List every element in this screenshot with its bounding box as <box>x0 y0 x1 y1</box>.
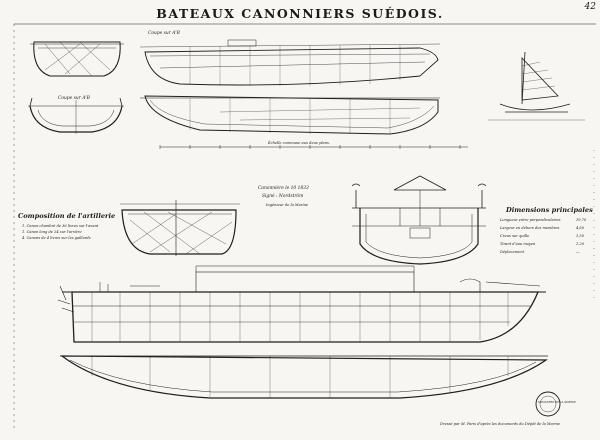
lower-half-breadth <box>60 355 548 399</box>
composition-item: 1. Canon chambré de 36 livres sur l'avan… <box>22 224 99 228</box>
composition-item: 1. Canon long de 24 sur l'arrière <box>22 230 82 234</box>
stamp-text: MINISTÈRE DE LA MARINE <box>538 401 576 404</box>
dimension-label: Largeur en dehors des membres <box>500 226 560 230</box>
signature-line-1: Canonnière le 10 1833 <box>258 186 309 191</box>
dimension-label: Creux sur quille <box>500 234 530 238</box>
dimension-value: 4,60 <box>576 226 585 230</box>
dimension-label: Déplacement <box>500 250 525 254</box>
cross-section-top-left <box>28 97 124 134</box>
dimension-label: Longueur entre perpendiculaires <box>500 218 561 222</box>
dimension-value: — <box>576 250 580 254</box>
signature-line-3: Ingénieur de la Marine <box>266 203 309 207</box>
sail-profile <box>488 51 585 121</box>
cross-section-label-top: Coupe sur A'B <box>148 31 180 36</box>
signature-line-2: Signé : Nordström <box>262 194 304 199</box>
plate-number: 42 <box>584 2 596 12</box>
plan-title: BATEAUX CANONNIERS SUÉDOIS. <box>156 6 444 21</box>
dimension-label: Tirant d'eau moyen <box>500 242 536 246</box>
body-plan-top-left <box>30 41 124 77</box>
footer-note: Dressé par M. Paris d'après les document… <box>440 422 561 426</box>
body-plan-middle <box>120 200 240 256</box>
scale-note: Échelle commune aux deux plans. <box>268 141 330 145</box>
cross-section-label-left: Coupe sur A'B <box>58 96 90 101</box>
sheer-plan <box>139 39 441 86</box>
scale-bar <box>159 145 468 149</box>
half-breadth-plan <box>140 95 440 135</box>
inboard-profile <box>57 265 546 343</box>
dimension-value: 19,70 <box>576 218 587 222</box>
dimension-value: 1,20 <box>576 242 585 246</box>
composition-heading: Composition de l'artillerie <box>18 212 116 220</box>
dimensions-heading: Dimensions principales <box>506 206 593 214</box>
composition-item: 4. Canons de 4 livres sur les gaillards <box>22 236 91 240</box>
dimension-value: 1,50 <box>576 234 585 238</box>
stamp <box>535 391 561 417</box>
midship-section <box>351 175 487 265</box>
